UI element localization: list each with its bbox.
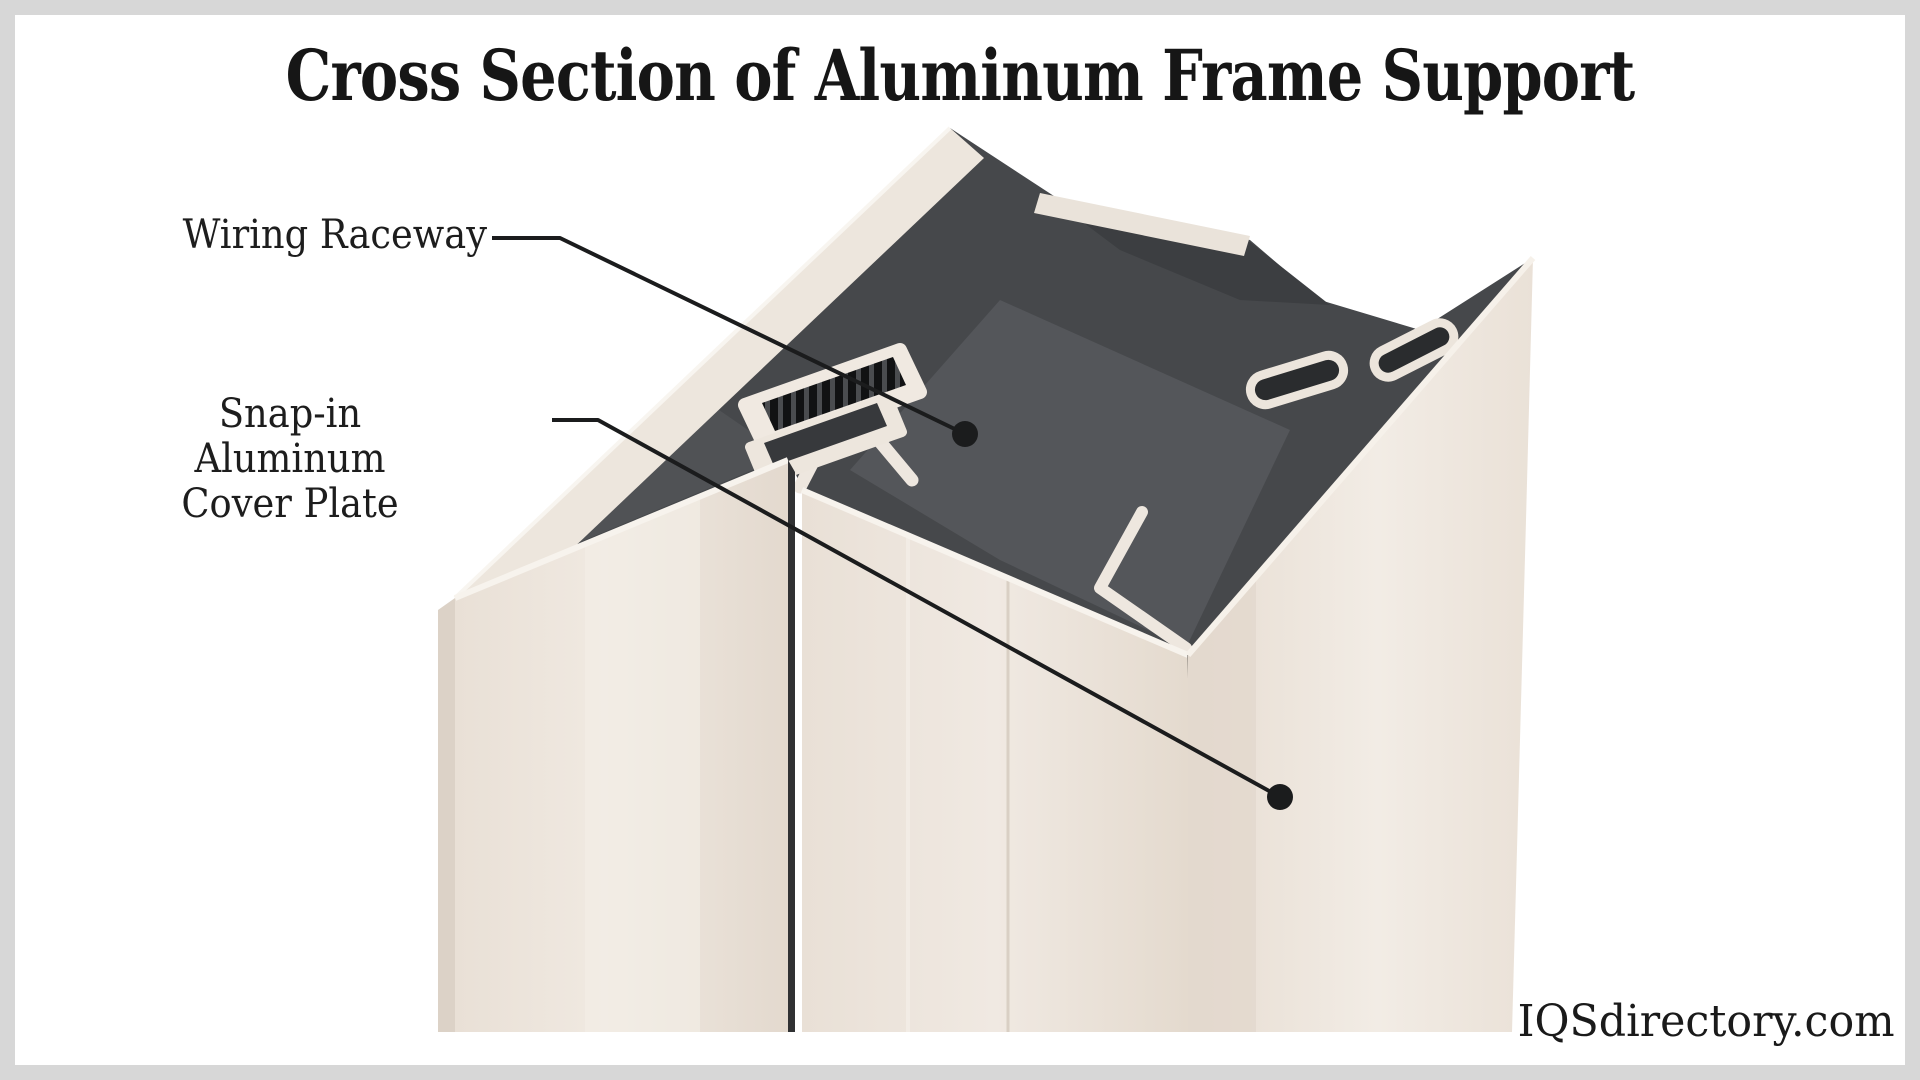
back-wall-rim-highlight: [453, 126, 952, 600]
callout-dot-cover-plate: [1267, 784, 1293, 810]
label-snap-in-line2: Cover Plate: [181, 480, 399, 527]
callouts-group: [492, 236, 1293, 810]
wall-rims-group: [453, 126, 1459, 654]
middle-face-top-rim: [800, 487, 1190, 658]
label-wiring-raceway: Wiring Raceway: [182, 212, 487, 258]
label-snap-in-cover-plate: Snap-in Aluminum Cover Plate: [132, 392, 448, 526]
profile-gap-crack: [788, 460, 795, 1032]
screw-slot-b: [1369, 318, 1459, 382]
right-zigzag-wall: [1094, 506, 1192, 654]
cut-face-main-channel: [850, 300, 1290, 648]
cover-channel-hollow: [764, 403, 887, 466]
leader-line-wiring-raceway: [492, 236, 966, 436]
watermark: IQSdirectory.com: [1518, 996, 1895, 1047]
left-face-top-rim: [453, 457, 790, 601]
raceway-teeth: [762, 357, 906, 431]
screw-slot-a: [1245, 350, 1349, 410]
right-profile-face: [1188, 258, 1533, 1032]
left-profile-side-sliver: [438, 598, 455, 1032]
label-snap-in-line1: Snap-in Aluminum: [194, 391, 386, 482]
left-face-highlight-band: [585, 497, 700, 1032]
front-faces-group: [438, 256, 1536, 1033]
leader-line-cover-plate: [552, 418, 1281, 799]
middle-profile-face: [802, 490, 1188, 1032]
back-wall-rim: [455, 128, 984, 628]
right-face-shadow-band: [1188, 577, 1256, 1032]
callout-dot-wiring-raceway: [952, 421, 978, 447]
serrated-raceway: [738, 343, 927, 486]
right-back-wall-rim: [1034, 193, 1250, 256]
page-title: Cross Section of Aluminum Frame Support: [285, 34, 1636, 117]
right-face-ridge-highlight: [1185, 256, 1536, 657]
